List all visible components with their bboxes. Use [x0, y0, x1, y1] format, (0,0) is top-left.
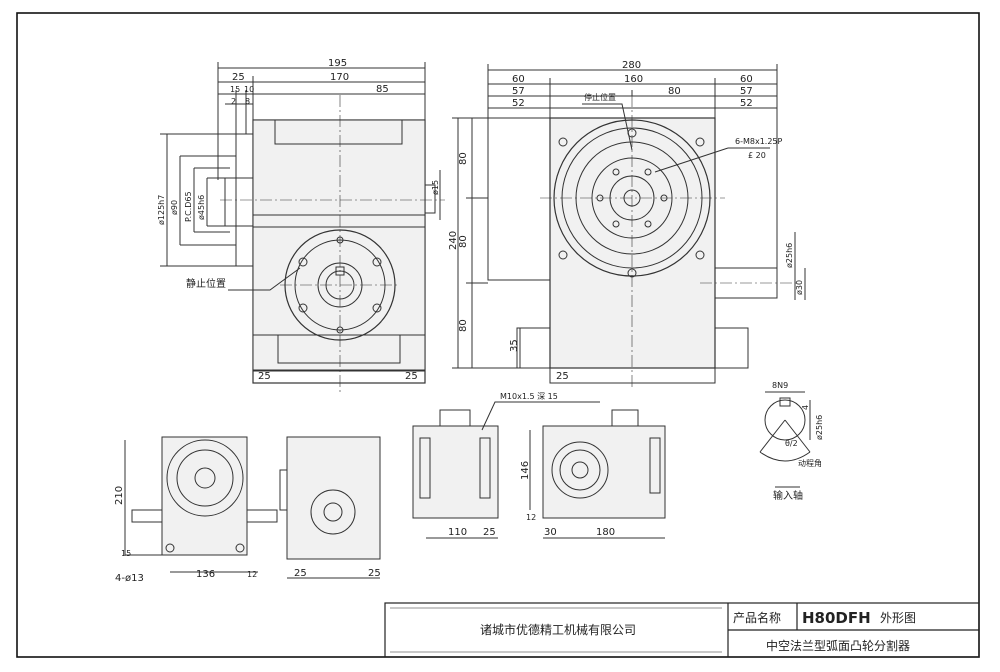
dim-80-c: 80	[458, 319, 469, 332]
dim-210: 210	[114, 486, 125, 505]
dim-8n9: 8N9	[772, 381, 788, 390]
dim-phi90: ø90	[170, 200, 179, 215]
dim-30: 30	[544, 527, 557, 538]
label-stop-pos: 停止位置	[584, 92, 616, 102]
shaft-detail-labels: 8N9 4 ø25h6 θ/2 动程角 输入轴	[772, 381, 824, 502]
label-input-shaft: 输入轴	[773, 489, 803, 502]
dim-52-left: 52	[512, 98, 525, 109]
dim-25-top: 25	[232, 72, 245, 83]
top-view	[160, 62, 445, 395]
dim-phi15: ø15	[431, 180, 440, 195]
dim-pcd: P.C.D65	[184, 191, 193, 222]
angle-half: θ/2	[785, 439, 798, 448]
dim-146: 146	[520, 461, 531, 480]
dim-phi30: ø30	[795, 280, 804, 295]
dim-240: 240	[448, 231, 459, 250]
company-name: 诸城市优德精工机械有限公司	[480, 622, 636, 637]
dim-280: 280	[622, 60, 641, 71]
dim-25-br: 25	[405, 371, 418, 382]
shaft-detail	[759, 391, 811, 488]
dim-phi125: ø125h7	[157, 195, 166, 225]
small-view-labels: 210 15 4-ø13 136 12 25 25 110 25 M10x1.5…	[114, 392, 615, 584]
title-block	[384, 602, 980, 658]
dim-phi25h6: ø25h6	[815, 415, 824, 440]
dim-80-b: 80	[458, 235, 469, 248]
dim-195: 195	[328, 58, 347, 69]
dim-15-v1: 15	[121, 549, 131, 558]
dim-60-left: 60	[512, 74, 525, 85]
label-stop-position: 静止位置	[186, 277, 226, 290]
front-view-labels: 280 60 160 60 57 80 57 52 52 停止位置 6-M8x1…	[448, 60, 804, 382]
dim-25-v3: 25	[483, 527, 496, 538]
small-views	[124, 401, 666, 579]
dim-136: 136	[196, 569, 215, 580]
model-number: H80DFH	[802, 609, 871, 627]
dim-4: 4	[801, 405, 810, 410]
product-description: 中空法兰型弧面凸轮分割器	[766, 638, 910, 653]
dim-57-left: 57	[512, 86, 525, 97]
dim-holes: 4-ø13	[115, 573, 144, 584]
dim-110: 110	[448, 527, 467, 538]
drawing-type: 外形图	[880, 611, 916, 625]
dim-80: 80	[668, 86, 681, 97]
dim-52-right: 52	[740, 98, 753, 109]
dim-phi45: ø45h6	[197, 195, 206, 220]
dim-25-bl: 25	[258, 371, 271, 382]
dim-80-a: 80	[458, 152, 469, 165]
dim-170: 170	[330, 72, 349, 83]
thread-depth: £ 20	[748, 151, 766, 160]
dim-160: 160	[624, 74, 643, 85]
thread-note-v3: M10x1.5 深 15	[500, 392, 558, 401]
dim-85: 85	[376, 84, 389, 95]
top-view-labels: 195 25 170 15 10 85 2 8 ø125h7 ø90 P.C.D…	[157, 58, 440, 382]
dim-2: 2	[231, 97, 236, 106]
dim-15: 15	[230, 85, 240, 94]
title-block-text: 诸城市优德精工机械有限公司 产品名称 H80DFH 外形图 中空法兰型弧面凸轮分…	[480, 609, 916, 653]
dim-35: 35	[509, 339, 520, 352]
dim-25-front: 25	[556, 371, 569, 382]
dim-phi25: ø25h6	[785, 243, 794, 268]
drawing-border	[16, 12, 980, 658]
dim-12-v1: 12	[247, 570, 257, 579]
dim-8: 8	[245, 97, 250, 106]
dim-12-v4: 12	[526, 513, 536, 522]
dim-60-right: 60	[740, 74, 753, 85]
product-name-label: 产品名称	[733, 610, 781, 625]
dim-180: 180	[596, 527, 615, 538]
dim-10: 10	[244, 85, 254, 94]
dim-57-right: 57	[740, 86, 753, 97]
thread-note: 6-M8x1.25P	[735, 137, 783, 146]
front-view	[452, 64, 806, 390]
label-motion-angle: 动程角	[798, 458, 822, 468]
dim-25-v2a: 25	[294, 568, 307, 579]
dim-25-v2b: 25	[368, 568, 381, 579]
